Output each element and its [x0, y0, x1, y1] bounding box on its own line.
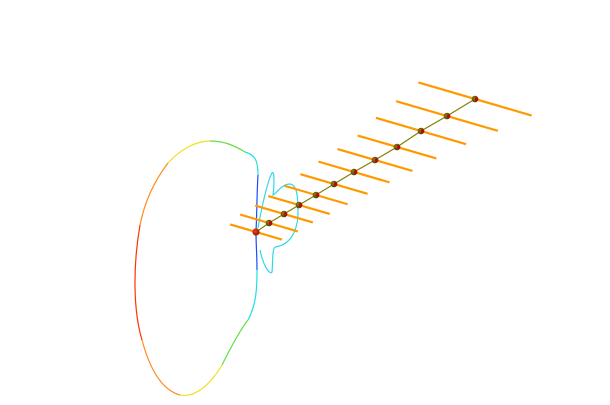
- element-junction-highlight: [283, 212, 288, 216]
- feed-point: [252, 228, 260, 236]
- element-junction-highlight: [474, 97, 479, 101]
- main-lobe-seg: [209, 140, 246, 153]
- element-junction-highlight: [333, 182, 338, 186]
- side-lobes: [257, 172, 299, 274]
- main-lobe-seg: [167, 140, 211, 164]
- yagi-antenna: [229, 81, 532, 241]
- element-junction-highlight: [420, 129, 425, 133]
- main-lobe-seg: [244, 151, 259, 176]
- main-lobe-seg: [255, 174, 259, 233]
- element-junction-highlight: [315, 193, 320, 197]
- main-lobe-seg: [247, 269, 258, 321]
- element-junction-highlight: [396, 145, 401, 149]
- boom: [255, 98, 476, 233]
- main-lobe-seg: [141, 339, 181, 396]
- main-lobe-seg: [134, 224, 143, 341]
- element-junction-highlight: [446, 114, 451, 118]
- element-junction-highlight: [298, 203, 303, 207]
- main-lobe-seg: [139, 162, 169, 226]
- radiation-pattern: [134, 140, 299, 396]
- main-lobe-seg: [179, 364, 223, 396]
- element-junction-highlight: [374, 158, 379, 162]
- main-lobe-seg: [221, 319, 249, 366]
- main-lobe-seg: [255, 231, 258, 271]
- element-junction-highlight: [353, 170, 358, 174]
- element-junction-highlight: [268, 221, 273, 225]
